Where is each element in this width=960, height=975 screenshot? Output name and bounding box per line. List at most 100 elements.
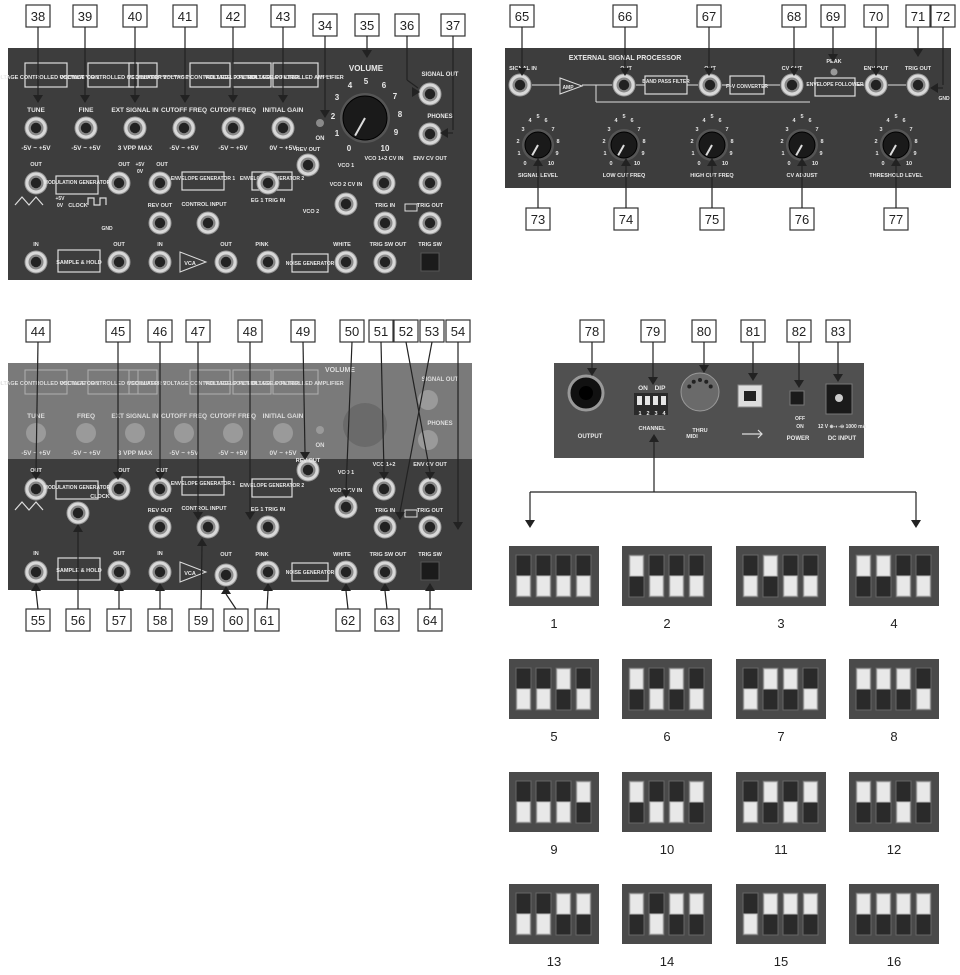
module-title: VCA xyxy=(184,571,196,577)
dip-setting-3: 3 xyxy=(736,546,826,631)
callout-badge: 70 xyxy=(863,4,889,28)
callout-number: 78 xyxy=(585,324,599,339)
callout-number: 55 xyxy=(31,613,45,628)
jack-hole xyxy=(340,198,352,210)
knob-scale-mark: 2 xyxy=(690,139,693,145)
jack-label: REV OUT xyxy=(296,458,321,464)
volume-label: VOLUME xyxy=(349,64,384,73)
dip-lever-off xyxy=(743,913,758,935)
arrow-head xyxy=(707,158,717,166)
dip-lever-off xyxy=(896,575,911,597)
knob-scale-mark: 7 xyxy=(909,127,912,133)
callout-badge: 68 xyxy=(781,4,807,28)
block-label: BAND PASS FILTER xyxy=(642,79,690,85)
waveform-icon xyxy=(14,501,44,511)
knob-scale-mark: 6 xyxy=(718,118,721,124)
callout-number: 82 xyxy=(792,324,806,339)
jack-hole xyxy=(262,177,274,189)
knob-scale-mark: 0 xyxy=(881,161,884,167)
jack-hole xyxy=(154,177,166,189)
callout-number: 81 xyxy=(746,324,760,339)
callout-badge: 53 xyxy=(419,319,445,343)
knob-scale-mark: 8 xyxy=(642,139,645,145)
dip-lever-off xyxy=(669,801,684,823)
callout-number: 60 xyxy=(229,613,243,628)
jack-label: EG 1 TRIG IN xyxy=(251,507,285,513)
callout-badge: 41 xyxy=(172,4,198,28)
dip-lever-on xyxy=(856,555,871,577)
ghost-jack xyxy=(76,423,96,443)
callout-badge: 76 xyxy=(789,207,815,231)
callout-badge: 63 xyxy=(374,608,400,632)
jack-label: CONTROL INPUT xyxy=(181,202,227,208)
callout-badge: 75 xyxy=(699,207,725,231)
jack-hole xyxy=(424,88,436,100)
arrow-head xyxy=(871,68,881,76)
phones-jack xyxy=(418,122,442,146)
patch-jack xyxy=(256,250,280,274)
knob-scale-mark: 10 xyxy=(722,161,728,167)
callout-number: 75 xyxy=(705,212,719,227)
module-box xyxy=(189,62,231,88)
callout-badge: 39 xyxy=(72,4,98,28)
ghost-label: FREQ xyxy=(77,413,95,420)
arrow-head xyxy=(525,520,535,528)
callout-badge: 47 xyxy=(185,319,211,343)
arrow-head xyxy=(440,128,448,138)
dip-lever-off xyxy=(689,688,704,710)
ghost-module-box xyxy=(87,369,139,395)
volume-scale-mark: 8 xyxy=(398,110,403,119)
processor-knob xyxy=(608,129,640,161)
module-title: VCA xyxy=(184,261,196,267)
ghost-label: -5V ~ +5V xyxy=(218,450,248,457)
jack-hole xyxy=(340,501,352,513)
module-box xyxy=(55,480,99,500)
jack-hole xyxy=(113,256,125,268)
callout-number: 74 xyxy=(619,212,633,227)
dip-lever-off xyxy=(803,688,818,710)
knob-scale-mark: 0 xyxy=(523,161,526,167)
jack-hole xyxy=(220,569,232,581)
leader-line xyxy=(384,590,388,610)
jack-hole xyxy=(154,256,166,268)
ghost-jack xyxy=(418,430,438,450)
arrow-head xyxy=(425,583,435,591)
knob-label: FINE xyxy=(79,107,94,114)
thru-label: THRU xyxy=(692,428,707,434)
jack-label: VCO 1 xyxy=(338,470,355,476)
knob-scale-mark: 7 xyxy=(815,127,818,133)
dc-input-label: DC INPUT xyxy=(828,436,857,442)
midi-dip-switch xyxy=(634,393,668,415)
module-box xyxy=(57,557,101,581)
knob-scale-mark: 7 xyxy=(637,127,640,133)
dip-lever-on xyxy=(896,668,911,690)
ghost-label: -5V ~ +5V xyxy=(169,450,199,457)
ghost-module-box xyxy=(128,369,158,395)
leader-line xyxy=(380,341,385,473)
patch-jack xyxy=(418,477,442,501)
callout-badge: 59 xyxy=(188,608,214,632)
arrow-head xyxy=(533,158,543,166)
jack-hole xyxy=(340,256,352,268)
callout-number: 76 xyxy=(795,212,809,227)
module-title: VOLTAGE CONTROLLED LP FILTER xyxy=(205,75,299,81)
dip-lever-on xyxy=(876,893,891,915)
ghost-jack xyxy=(223,423,243,443)
jack-label: ENV CV OUT xyxy=(413,462,447,468)
callout-badge: 81 xyxy=(740,319,766,343)
arrow-head xyxy=(130,95,140,103)
knob-scale-mark: 8 xyxy=(556,139,559,145)
power-on-label: ON xyxy=(796,424,804,430)
dc-pin xyxy=(835,394,843,402)
ghost-label: VOLTAGE CONTROLLED LP FILTER xyxy=(205,381,299,387)
jack-label: OUT xyxy=(156,162,168,168)
dc-input-socket xyxy=(825,383,853,415)
jack-hole xyxy=(30,177,42,189)
arrow-head xyxy=(278,95,288,103)
callout-badge: 71 xyxy=(905,4,931,28)
module-box xyxy=(87,62,139,88)
knob-scale-mark: 9 xyxy=(913,151,916,157)
callout-badge: 83 xyxy=(825,319,851,343)
dip-lever-off xyxy=(536,801,551,823)
